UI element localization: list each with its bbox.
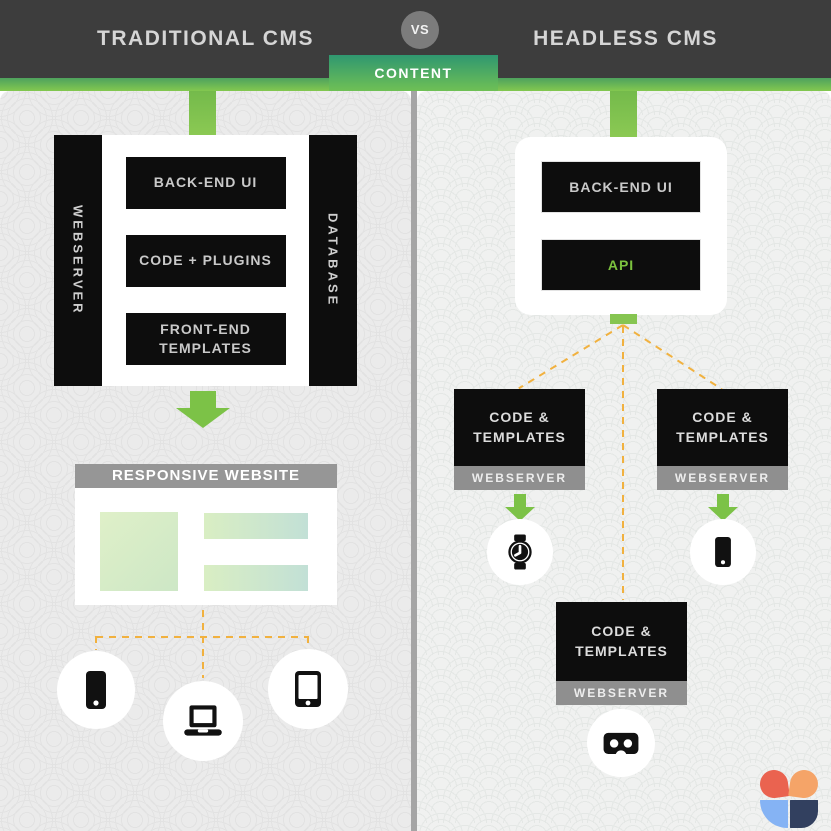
content-banner: CONTENT [329,55,498,91]
vr-headset-icon [603,732,639,762]
content-flow-trunk-left [189,91,216,135]
backend-ui-box: BACK-END UI [125,156,286,209]
smartphone-circle [57,651,135,729]
smartphone-circle-right [690,519,756,585]
code-templates-label: CODE & TEMPLATES [454,389,585,466]
panel-divider [411,91,417,831]
dash-website-down [202,610,204,637]
database-bar: DATABASE [309,135,357,386]
brand-logo [758,768,820,828]
down-arrow-icon [176,391,230,428]
code-templates-label: CODE & TEMPLATES [556,602,687,681]
webserver-footer: WEBSERVER [454,466,585,490]
headless-cms-title: HEADLESS CMS [533,27,718,50]
traditional-stack: BACK-END UI CODE + PLUGINS FRONT-END TEM… [102,135,309,386]
mockup-text-block-1 [204,513,308,539]
laptop-icon [184,705,222,736]
database-label: DATABASE [325,213,341,308]
api-output-stub [610,314,637,324]
traditional-cms-box: WEBSERVER BACK-END UI CODE + PLUGINS FRO… [54,135,357,386]
smartphone-icon [86,671,106,709]
webserver-bar: WEBSERVER [54,135,102,386]
logo-petal-red [758,768,790,800]
vs-badge: VS [401,11,439,49]
webserver-label: WEBSERVER [70,205,86,316]
tablet-circle [268,649,348,729]
dash-to-smartphone [95,636,97,650]
headless-cms-box: BACK-END UI API [515,137,727,315]
laptop-circle [163,681,243,761]
smartwatch-circle [487,519,553,585]
webserver-footer: WEBSERVER [657,466,788,490]
arrow-head [176,408,230,428]
api-box: API [541,239,701,291]
smartwatch-icon [508,534,532,570]
dash-to-laptop [202,636,204,678]
frontend-templates-box: FRONT-END TEMPLATES [125,312,286,365]
arrow-shaft [190,391,216,408]
responsive-website-header: RESPONSIVE WEBSITE [75,464,337,488]
webserver-footer: WEBSERVER [556,681,687,705]
mockup-image-block [100,512,178,591]
logo-petal-blue [760,800,788,828]
code-templates-node-watch: CODE & TEMPLATES WEBSERVER [454,389,585,490]
smartphone-icon [715,536,731,568]
tablet-icon [295,671,321,707]
content-flow-trunk-right [610,91,637,137]
down-arrow-icon [505,494,535,521]
vr-headset-circle [587,709,655,777]
down-arrow-icon [708,494,738,521]
code-plugins-box: CODE + PLUGINS [125,234,286,287]
code-templates-node-vr: CODE & TEMPLATES WEBSERVER [556,602,687,705]
dash-to-node-center [622,326,624,600]
traditional-cms-title: TRADITIONAL CMS [97,27,314,50]
dash-to-tablet [307,636,309,650]
code-templates-label: CODE & TEMPLATES [657,389,788,466]
logo-petal-navy [790,800,818,828]
logo-petal-orange [788,768,820,800]
code-templates-node-phone: CODE & TEMPLATES WEBSERVER [657,389,788,490]
mockup-text-block-2 [204,565,308,591]
responsive-website-mockup [75,488,337,605]
backend-ui-box-headless: BACK-END UI [541,161,701,213]
